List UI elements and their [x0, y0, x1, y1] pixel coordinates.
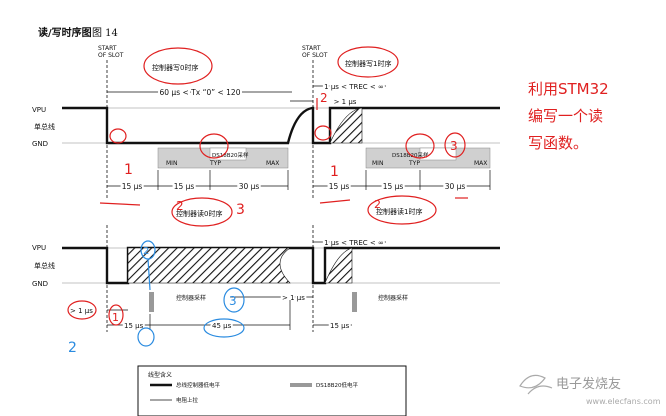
- read0-sample-marker: [149, 292, 154, 312]
- legend-box: [137, 365, 407, 416]
- annotation-red-n2: 2: [176, 199, 184, 213]
- read-dim-1: > 1 µs: [70, 307, 93, 315]
- read1-sample-text: 控制器采样: [378, 294, 408, 302]
- write1-sample-typ: [419, 147, 457, 161]
- write-dim-5: 15 µs: [383, 182, 404, 191]
- gnd-label-1: GND: [32, 140, 48, 148]
- read1-hatch: [324, 247, 353, 284]
- annotation-red-n2b: 2: [374, 198, 381, 211]
- annotation-host-read0: 控制器读0时序: [176, 209, 222, 218]
- annotation-host-write0: 控制器写0时序: [152, 63, 198, 72]
- write-waveform: [62, 106, 500, 145]
- legend-pullup: 电阻上拉: [176, 396, 199, 404]
- annotation-red-n1c: 1: [112, 311, 119, 324]
- write1-typ-label: TYP: [408, 160, 420, 167]
- write0-typ-label: TYP: [209, 160, 221, 167]
- bus-label-1: 单总线: [34, 122, 55, 131]
- write1-min-label: MIN: [372, 160, 383, 167]
- annotation-host-write1: 控制器写1时序: [345, 59, 391, 68]
- annotation-host-read1: 控制器读1时序: [376, 207, 422, 216]
- annotation-blue-2: 2: [143, 246, 149, 257]
- annotation-blue-3: 3: [229, 294, 237, 308]
- start-of-slot-label-2: START: [302, 45, 321, 52]
- annotation-red-n1: 1: [124, 162, 133, 178]
- annotation-red-n3: 3: [236, 202, 245, 218]
- write-dim-1: 15 µs: [122, 182, 143, 191]
- vpu-label-1: VPU: [32, 106, 46, 114]
- legend-host-low: 总线控制器低电平: [176, 381, 221, 389]
- write-gap-label: > 1 µs: [334, 98, 357, 106]
- annotation-red-n1b: 1: [330, 164, 339, 180]
- annotation-blue-2b: 2: [68, 340, 77, 356]
- watermark-logo-icon: [519, 374, 553, 395]
- write0-max-label: MAX: [266, 160, 279, 167]
- start-of-slot-label-1: START: [98, 45, 117, 52]
- bus-label-2: 单总线: [34, 261, 55, 270]
- write0-min-label: MIN: [166, 160, 177, 167]
- figure-number: 图 14: [92, 27, 118, 39]
- write-dim-6: 30 µs: [445, 182, 466, 191]
- vpu-label-2: VPU: [32, 244, 46, 252]
- read-trec-label: 1 µs < TREC < ∞: [324, 239, 384, 247]
- legend-ds-low: DS18B20低电平: [316, 381, 358, 389]
- read0-hatch: [127, 247, 291, 284]
- read0-sample-text: 控制器采样: [176, 294, 206, 302]
- watermark-name: 电子发烧友: [556, 376, 621, 392]
- watermark-url: www.elecfans.com: [586, 397, 661, 406]
- annotation-red-n3b: 3: [450, 139, 458, 153]
- read-dim-2: 15 µs: [124, 322, 144, 330]
- write1-hatch: [329, 107, 363, 144]
- write-dim-4: 15 µs: [329, 182, 350, 191]
- write1-trec-label: 1 µs < TREC < ∞: [324, 83, 384, 91]
- gnd-label-2: GND: [32, 280, 48, 288]
- red-annotation-circles: [67, 46, 468, 326]
- read-gap-label: > 1 µs: [282, 294, 305, 302]
- note-line-1: 利用STM32: [528, 80, 609, 98]
- write0-duration-label: 60 µs < Tx “0” < 120: [160, 88, 241, 97]
- note-line-2: 编写一个读: [528, 107, 603, 125]
- read1-sample-marker: [352, 292, 357, 312]
- read-dim-4: 15 µs: [330, 322, 350, 330]
- start-of-slot-label-2b: OF SLOT: [302, 52, 328, 59]
- blue-annotation-circles: [137, 240, 245, 347]
- figure-title: 读/写时序图: [38, 26, 92, 39]
- write-dim-2: 15 µs: [174, 182, 195, 191]
- read-dim-3: 45 µs: [212, 322, 232, 330]
- write-dim-3: 30 µs: [239, 182, 260, 191]
- write0-sample-text: DS18B20采样: [212, 151, 249, 159]
- write1-max-label: MAX: [474, 160, 487, 167]
- note-line-3: 写函数。: [528, 134, 588, 152]
- legend-title: 线型含义: [148, 371, 172, 379]
- annotation-red-2: 2: [320, 91, 328, 105]
- write-timing-dims: [107, 170, 491, 190]
- start-of-slot-label-1b: OF SLOT: [98, 52, 124, 59]
